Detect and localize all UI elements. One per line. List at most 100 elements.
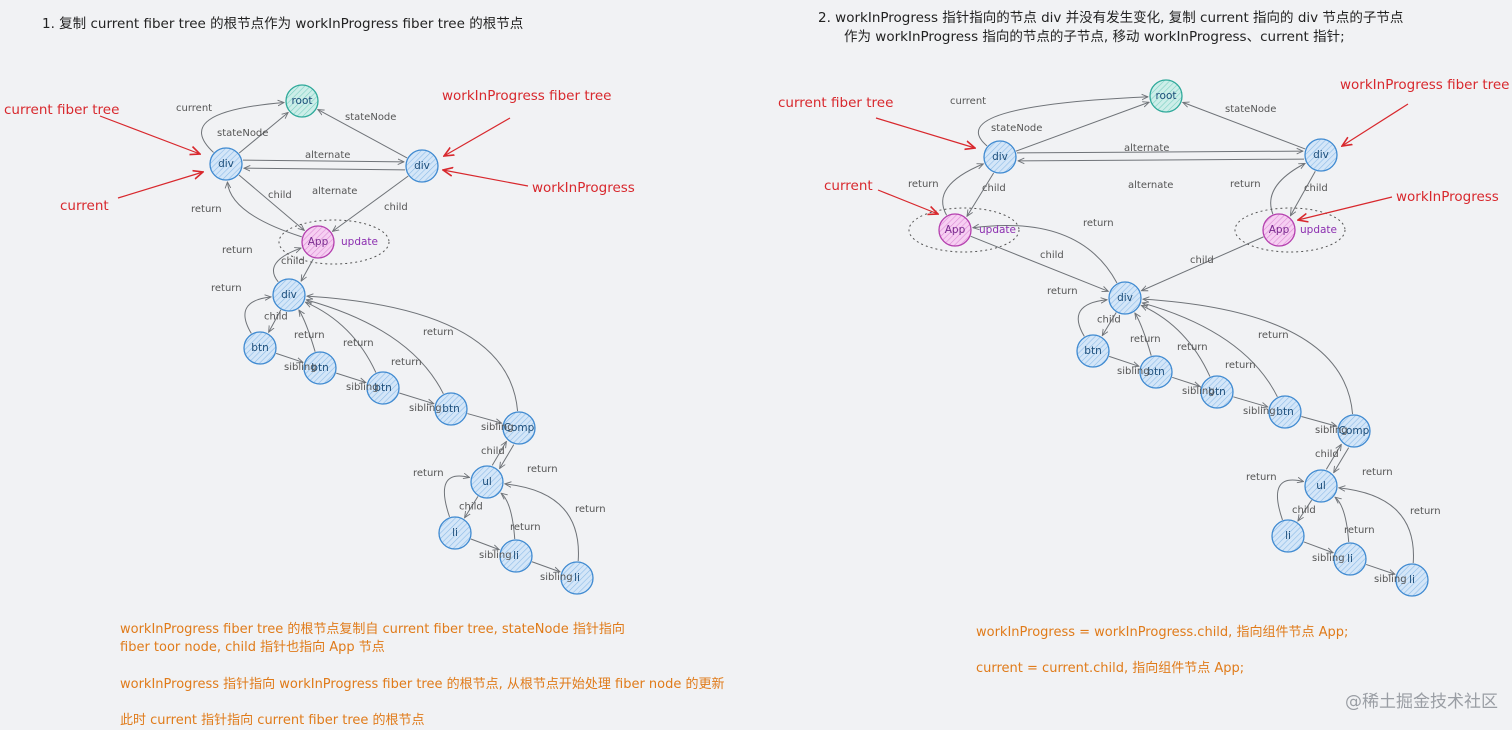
p1-lbl-btn3-return: return xyxy=(343,338,374,349)
p1-node-wip-div xyxy=(405,149,439,183)
p2-lbl-sib-l12: sibling xyxy=(1312,553,1345,564)
panel1-current-label: current xyxy=(60,198,109,214)
p2-lbl-return-1: return xyxy=(908,179,939,190)
p2-lbl-comp-ul-child: child xyxy=(1315,449,1339,460)
p1-lbl-li3-return: return xyxy=(575,504,606,515)
p2-lbl-child-4: child xyxy=(1190,255,1214,266)
panel2-note-2: current = current.child, 指向组件节点 App; xyxy=(976,661,1245,676)
p2-edge-btn3-div-return xyxy=(1141,305,1211,377)
p2-red-arrow-wip-tree xyxy=(1342,103,1409,146)
panel1-note-4: 此时 current 指针指向 current fiber tree 的根节点 xyxy=(120,713,425,728)
p1-lbl-div-btn1-child: child xyxy=(264,312,288,323)
p2-lbl-li3-return: return xyxy=(1410,506,1441,517)
p1-node-btn-4 xyxy=(434,392,468,426)
p1-app-dashed-group xyxy=(278,219,390,265)
p1-lbl-comp-ul-child: child xyxy=(481,446,505,457)
p1-edge-app-cdiv-return xyxy=(227,182,302,238)
p2-node-root-label: root xyxy=(1155,90,1176,102)
p2-node-root xyxy=(1149,79,1183,113)
p1-node-li-1-label: li xyxy=(452,527,458,539)
p1-node-li-2 xyxy=(499,539,533,573)
p1-node-btn-3-label: btn xyxy=(374,382,391,394)
p2-edge-capp-cdiv-return xyxy=(942,164,984,216)
panel1-current-tree-label: current fiber tree xyxy=(4,102,120,118)
p2-node-comp xyxy=(1337,414,1371,448)
p2-edge-div-root-statenode xyxy=(1015,102,1149,152)
p1-red-arrow-wip xyxy=(443,170,529,187)
p2-red-arrow-current xyxy=(877,189,938,214)
p1-node-div xyxy=(272,278,306,312)
panel2-wip-label: workInProgress xyxy=(1396,189,1499,205)
p1-edge-li2-li3-sibling xyxy=(531,561,560,572)
p2-lbl-statenode-1: stateNode xyxy=(991,123,1042,134)
p1-lbl-alt-2: alternate xyxy=(312,186,357,197)
p2-edge-alt-1 xyxy=(1016,151,1303,153)
p2-node-btn-2 xyxy=(1139,355,1173,389)
p1-node-div-label: div xyxy=(281,289,297,301)
p1-edge-comp-ul-child xyxy=(500,444,515,469)
p1-edge-li1-ul-return xyxy=(443,476,469,518)
p2-lbl-div-btn1-child: child xyxy=(1097,315,1121,326)
p1-lbl-li1-return: return xyxy=(413,468,444,479)
p2-node-li-1 xyxy=(1271,519,1305,553)
p2-lbl-li1-return: return xyxy=(1246,472,1277,483)
p1-red-arrow-current xyxy=(117,172,203,199)
p1-red-arrow-current-tree xyxy=(99,115,200,154)
p1-edge-ul-li1-child xyxy=(465,496,479,517)
p1-edge-btn4-comp-sibling xyxy=(467,413,501,424)
p1-node-li-3 xyxy=(560,561,594,595)
p1-lbl-sib-4c: sibling xyxy=(481,422,514,433)
p2-edge-li1-ul-return xyxy=(1276,480,1303,521)
p1-edge-btn1-div-return xyxy=(244,297,271,334)
p1-node-ul xyxy=(470,465,504,499)
p1-lbl-btn2-return: return xyxy=(294,330,325,341)
p1-edge-current xyxy=(201,102,285,153)
p1-lbl-statenode-1: stateNode xyxy=(217,128,268,139)
p2-lbl-btn1-return: return xyxy=(1047,286,1078,297)
p2-lbl-ul-return: return xyxy=(1362,467,1393,478)
p1-lbl-li2-return: return xyxy=(510,522,541,533)
p1-lbl-current: current xyxy=(176,103,212,114)
p1-lbl-sib-l12: sibling xyxy=(479,550,512,561)
p2-capp-update-label: update xyxy=(979,224,1016,236)
p2-lbl-sib-12: sibling xyxy=(1117,366,1150,377)
p2-red-arrow-current-tree xyxy=(875,117,975,148)
p2-node-btn-3 xyxy=(1200,375,1234,409)
p2-node-wip-app-label: App xyxy=(1269,224,1290,236)
p1-node-app xyxy=(301,225,335,259)
panel2-current-label: current xyxy=(824,178,873,194)
p1-node-ul-label: ul xyxy=(482,476,492,488)
p2-node-current-app-label: App xyxy=(945,224,966,236)
p2-edge-wdiv-root-statenode xyxy=(1183,102,1306,150)
p1-edge-cdiv-app-child xyxy=(238,174,304,230)
p1-edge-alt-1 xyxy=(243,160,404,162)
p2-red-arrow-wip xyxy=(1298,196,1393,220)
p2-edge-ul-comp-return xyxy=(1325,444,1341,470)
p2-lbl-ul-li1-child: child xyxy=(1292,505,1316,516)
p1-node-li-3-label: li xyxy=(574,572,580,584)
p2-edge-comp-ul-child xyxy=(1334,447,1350,473)
p1-node-btn-4-label: btn xyxy=(442,403,459,415)
p1-edge-div-app-return xyxy=(273,248,301,283)
p2-node-li-1-label: li xyxy=(1285,530,1291,542)
p2-edge-btn1-btn2-sibling xyxy=(1108,355,1139,366)
p2-wapp-update-label: update xyxy=(1300,224,1337,236)
p1-red-arrow-wip-tree xyxy=(444,117,511,156)
p2-lbl-sib-4c: sibling xyxy=(1315,425,1348,436)
p1-lbl-ul-return: return xyxy=(527,464,558,475)
p1-lbl-sib-12: sibling xyxy=(284,362,317,373)
p2-lbl-btn2-return: return xyxy=(1130,334,1161,345)
p2-lbl-statenode-2: stateNode xyxy=(1225,104,1276,115)
p2-edge-capp-div-child xyxy=(970,235,1109,291)
p2-node-btn-4-label: btn xyxy=(1276,406,1293,418)
p2-node-btn-4 xyxy=(1268,395,1302,429)
p1-node-comp xyxy=(502,411,536,445)
p2-node-li-3 xyxy=(1395,563,1429,597)
p2-edge-alt-2 xyxy=(1018,159,1305,161)
p1-edge-alt-2 xyxy=(244,168,405,170)
p2-node-ul-label: ul xyxy=(1316,480,1326,492)
p2-lbl-alt-1: alternate xyxy=(1124,143,1169,154)
panel1-title: 1. 复制 current fiber tree 的根节点作为 workInPr… xyxy=(42,16,524,32)
p1-lbl-ul-li1-child: child xyxy=(459,502,483,513)
p2-lbl-return-2: return xyxy=(1230,179,1261,190)
